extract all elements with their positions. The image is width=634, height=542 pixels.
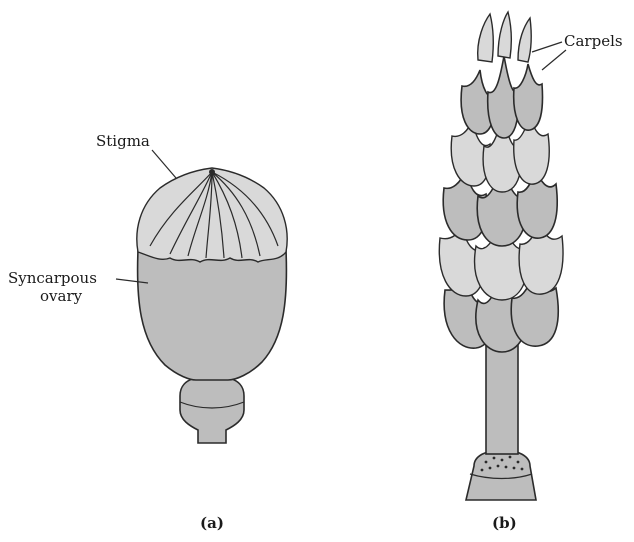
carpels-leader-line-2 [542,50,566,70]
syncarpous-pistil-figure: Stigma Syncarpous ovary (a) [8,132,287,532]
syncarpous-ovary [138,250,287,380]
syncarpous-label: Syncarpous [8,269,97,287]
receptacle-stalk [486,340,518,454]
carpels-leader-line-1 [532,42,562,52]
thalamus-base [466,450,536,500]
carpel-cluster [439,12,563,352]
pistil-stalk [180,378,244,443]
carpels-label: Carpels [564,32,623,50]
stigma-label: Stigma [96,132,150,150]
ovary-label: ovary [40,287,83,305]
caption-a: (a) [200,514,224,532]
caption-b: (b) [492,514,517,532]
apocarpous-gynoecium-figure: Carpels (b) [439,12,622,532]
stigma-leader-line [152,150,176,178]
